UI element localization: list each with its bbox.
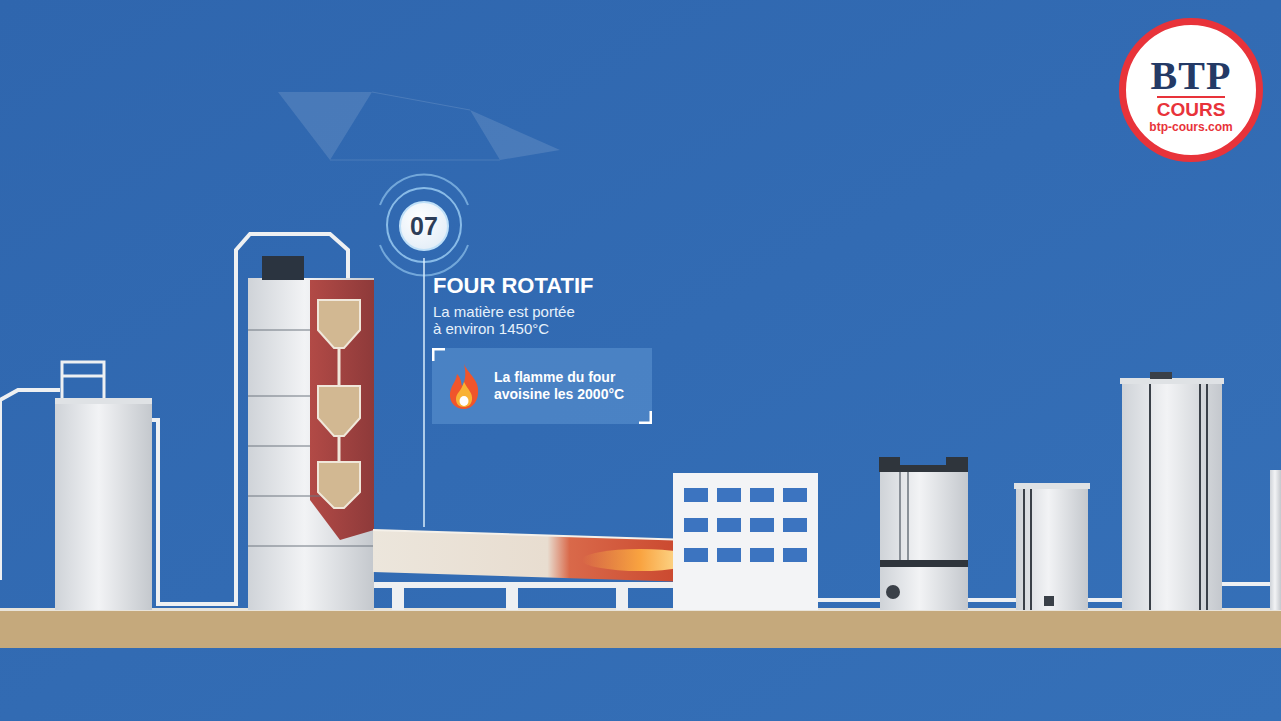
flame-icon: [444, 362, 484, 410]
ground: [0, 610, 1281, 648]
background-network: [278, 92, 560, 160]
logo-title: BTP: [1151, 56, 1232, 96]
rotary-kiln: [373, 530, 698, 582]
logo-badge: BTPCOURSbtp-cours.com: [1119, 18, 1263, 162]
control-building: [673, 473, 818, 610]
logo-url: btp-cours.com: [1149, 120, 1232, 135]
cement-silos: [879, 372, 1281, 610]
logo-subtitle: COURS: [1157, 96, 1226, 120]
callout-note-box: La flamme du four avoisine les 2000°C: [432, 348, 652, 424]
note-text: La flamme du four avoisine les 2000°C: [494, 369, 639, 403]
preheater-tower: [248, 256, 374, 610]
component-description: La matière est portée à environ 1450°C: [433, 303, 581, 337]
raw-meal-silo: [55, 362, 152, 610]
component-title: FOUR ROTATIF: [433, 273, 594, 299]
callout-number: 07: [410, 212, 438, 241]
ground-edge: [0, 608, 1281, 611]
kiln-supports: [374, 582, 674, 610]
pipes: [0, 234, 1281, 604]
leader-line: [423, 258, 425, 527]
callout-number: 07: [399, 201, 449, 251]
